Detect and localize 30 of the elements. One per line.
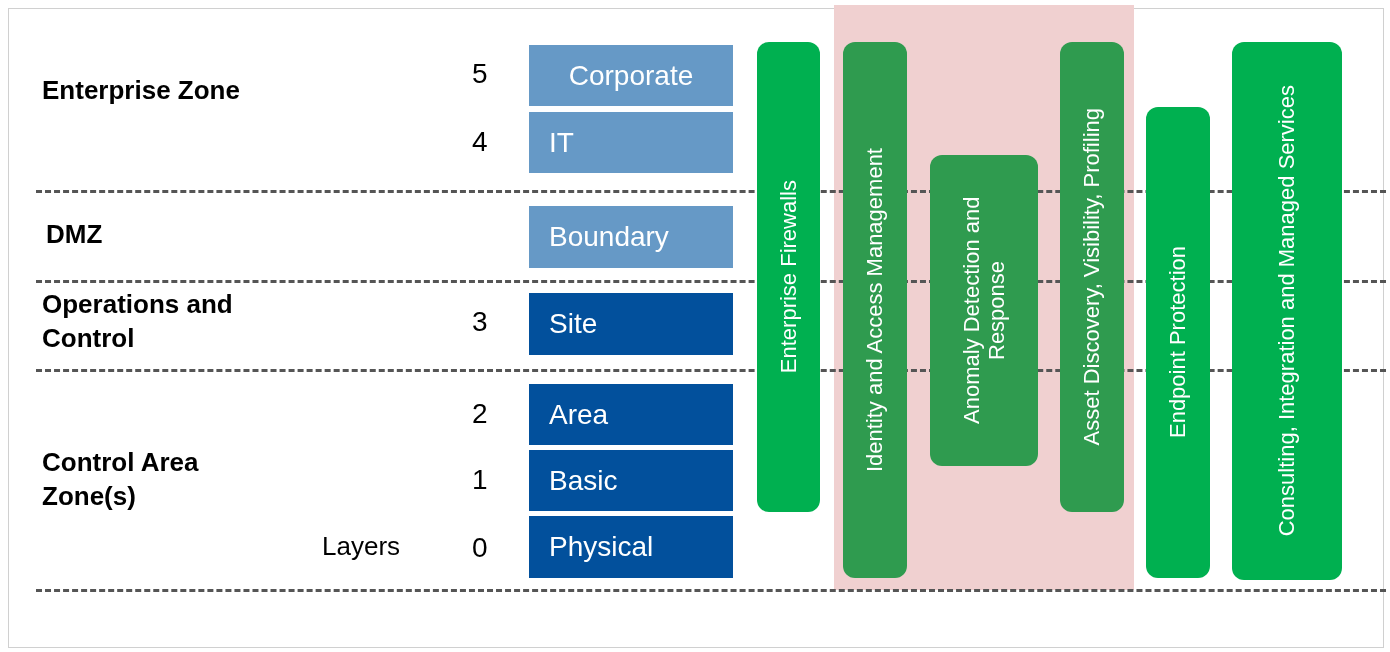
layer-number: 3 [472, 305, 488, 339]
layer-box: Site [529, 293, 733, 355]
bar-label: Consulting, Integration and Managed Services [1274, 85, 1300, 537]
axis-label: Layers [322, 530, 401, 563]
layer-number: 4 [472, 125, 488, 159]
zone-label: Control Area Zone(s) [42, 446, 200, 513]
solution-bar [1060, 42, 1124, 512]
layer-box: Physical [529, 516, 733, 578]
layer-box: Area [529, 384, 733, 445]
solution-bar [843, 42, 907, 578]
bar-label: Endpoint Protection [1165, 246, 1191, 439]
layer-box: Corporate [529, 45, 733, 106]
solution-bar [1232, 42, 1342, 580]
zone-label: Operations and Control [42, 288, 234, 355]
layer-number: 1 [472, 463, 488, 497]
layer-number: 0 [472, 531, 488, 565]
bar-label: Anomaly Detection and Response [958, 195, 1010, 427]
layer-box: Boundary [529, 206, 733, 268]
layer-box: Basic [529, 450, 733, 511]
layer-box: IT [529, 112, 733, 173]
solution-bar [930, 155, 1038, 466]
bar-label: Enterprise Firewalls [775, 180, 802, 374]
zone-label: Enterprise Zone [42, 74, 241, 107]
layer-number: 5 [472, 57, 488, 91]
solution-bar [757, 42, 820, 512]
bar-label: Identity and Access Management [862, 147, 888, 473]
layer-number: 2 [472, 397, 488, 431]
bar-label: Asset Discovery, Visibility, Profiling [1079, 108, 1105, 446]
solution-bar [1146, 107, 1210, 578]
zone-label: DMZ [46, 218, 104, 251]
